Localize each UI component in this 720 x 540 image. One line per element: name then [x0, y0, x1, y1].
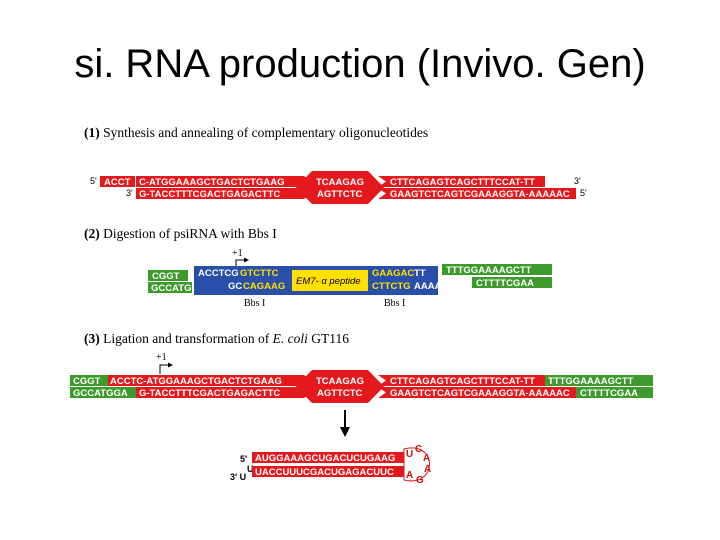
step1-bottom-left-seq: G-TACCTTTCGACTGAGACTTC	[139, 189, 280, 200]
step1-bottom-left-arrow	[136, 188, 312, 199]
step2-blue-right-bottom-a: CTTCTG	[372, 281, 411, 292]
step1-5prime-left: 5'	[90, 176, 97, 186]
step3-red-top-right	[378, 375, 545, 386]
hairpin-loop-6: A	[406, 470, 413, 481]
step3-tss-arrowhead	[168, 362, 173, 368]
step2-peptide-box	[292, 270, 368, 291]
step3-loop	[296, 370, 384, 403]
step3-green-right-top	[545, 375, 653, 386]
step2-blue-bottom-b: CAGAAG	[243, 281, 285, 292]
hairpin-5prime: 5'	[240, 454, 247, 464]
step1-bottom-right-seq: GAAGTCTCAGTCGAAAGGTA-AAAAAC	[390, 189, 570, 200]
step3-green-left-bottom-seq: GCCATGGA	[73, 388, 128, 399]
step3-red-top-left-seq: ACCTC-ATGGAAAGCTGACTCTGAAG	[110, 376, 282, 387]
step2-green-left-bottom-seq: GCCATGGA	[151, 283, 206, 294]
step2-label: (2) Digestion of psiRNA with Bbs I	[84, 226, 277, 241]
step3-green-right-bottom	[576, 387, 653, 398]
step2-blue-right-top-a: GAAGAC	[372, 268, 414, 279]
step3-red-bottom-left-seq: G-TACCTTTCGACTGAGACTTC	[139, 388, 280, 399]
step3-label: (3) Ligation and transformation of E. co…	[84, 331, 349, 346]
step2-green-left-top-seq: CGGT	[152, 271, 180, 282]
hairpin-bottom-strand	[252, 466, 404, 477]
step3-green-right-bottom-seq: CTTTTCGAA	[580, 388, 638, 399]
step3-loop-bottom: AGTTCTC	[317, 388, 363, 399]
step1-loop-bottom: AGTTCTC	[317, 189, 363, 200]
step2-green-right-top-seq: TTTGGAAAAGCTT	[446, 265, 532, 276]
step2-green-right-top	[442, 264, 552, 275]
step1-top-right-arrow	[378, 176, 545, 187]
step2-peptide-label: EM7- α peptide	[296, 276, 361, 287]
step2-green-left-bottom	[148, 282, 192, 293]
step2-blue-bottom-a: GC	[228, 281, 242, 292]
hairpin-loop-1: U	[406, 449, 413, 460]
hairpin-loop-3: A	[423, 453, 430, 464]
step3-red-bottom-left	[136, 387, 312, 398]
transcription-arrowhead	[340, 427, 350, 437]
step3-green-left-top-seq: CGGT	[73, 376, 101, 387]
step1-top-left-arrow	[136, 176, 312, 187]
step3-green-left-top	[70, 375, 108, 386]
hairpin-loop-4: A	[424, 464, 431, 475]
hairpin-loop-shape	[403, 447, 430, 482]
step1-top-overhang	[100, 176, 135, 187]
step2-plus1: +1	[232, 248, 243, 259]
hairpin-3prime-u: U	[247, 464, 254, 474]
step1-loop-top: TCAAGAG	[316, 177, 364, 188]
step2-green-left-top	[148, 270, 188, 281]
step2-bbs-right: Bbs I	[384, 298, 405, 309]
step1-3prime-left: 3'	[126, 188, 133, 198]
step1-bottom-right-arrow	[378, 188, 576, 199]
step3-green-left-bottom	[70, 387, 136, 398]
step2-blue-top-b: GTCTTC	[240, 268, 279, 279]
hairpin-top-seq: AUGGAAAGCUGACUCUGAAG	[255, 453, 395, 464]
hairpin-bottom-seq: UACCUUUCGACUGAGACUUC	[255, 467, 394, 478]
hairpin-top-strand	[252, 452, 404, 463]
step2-blue-right-top-b: TT	[414, 268, 426, 279]
step1-5prime-right: 5'	[580, 188, 587, 198]
step2-green-right-bottom-seq: CTTTTCGAA	[476, 278, 534, 289]
hairpin-3prime: 3' U	[230, 472, 246, 482]
hairpin-loop-5: G	[416, 475, 424, 486]
step2-bbs-left: Bbs I	[244, 298, 265, 309]
step3-red-top-right-seq: CTTCAGAGTCAGCTTTCCAT-TT	[390, 376, 535, 387]
step3-red-bottom-right-seq: GAAGTCTCAGTCGAAAGGTA-AAAAAC	[390, 388, 570, 399]
slide-title: si. RNA production (Invivo. Gen)	[74, 42, 646, 86]
step2-blue-right-bottom-b: AAAAAC	[414, 281, 455, 292]
step3-loop-top: TCAAGAG	[316, 376, 364, 387]
step1-top-left-seq: ACCT	[104, 177, 131, 188]
step1-top-mid-seq: C-ATGGAAAGCTGACTCTGAAG	[139, 177, 284, 188]
step1-loop	[296, 171, 384, 204]
step1-3prime-right: 3'	[574, 176, 581, 186]
step3-tss-arrow	[159, 364, 168, 374]
step2-tss-arrowhead	[244, 257, 249, 263]
hairpin-loop-2: C	[415, 444, 422, 455]
step3-green-right-top-seq: TTTGGAAAAGCTT	[548, 376, 634, 387]
step3-red-bottom-right	[378, 387, 576, 398]
step3-plus1: +1	[156, 352, 167, 363]
step2-green-right-bottom	[472, 277, 552, 288]
step1-top-right-seq: CTTCAGAGTCAGCTTTCCAT-TT	[390, 177, 535, 188]
step3-red-top-left	[108, 375, 312, 386]
step2-blue-top-a: ACCTCG	[198, 268, 239, 279]
step1-label: (1) Synthesis and annealing of complemen…	[84, 125, 428, 140]
